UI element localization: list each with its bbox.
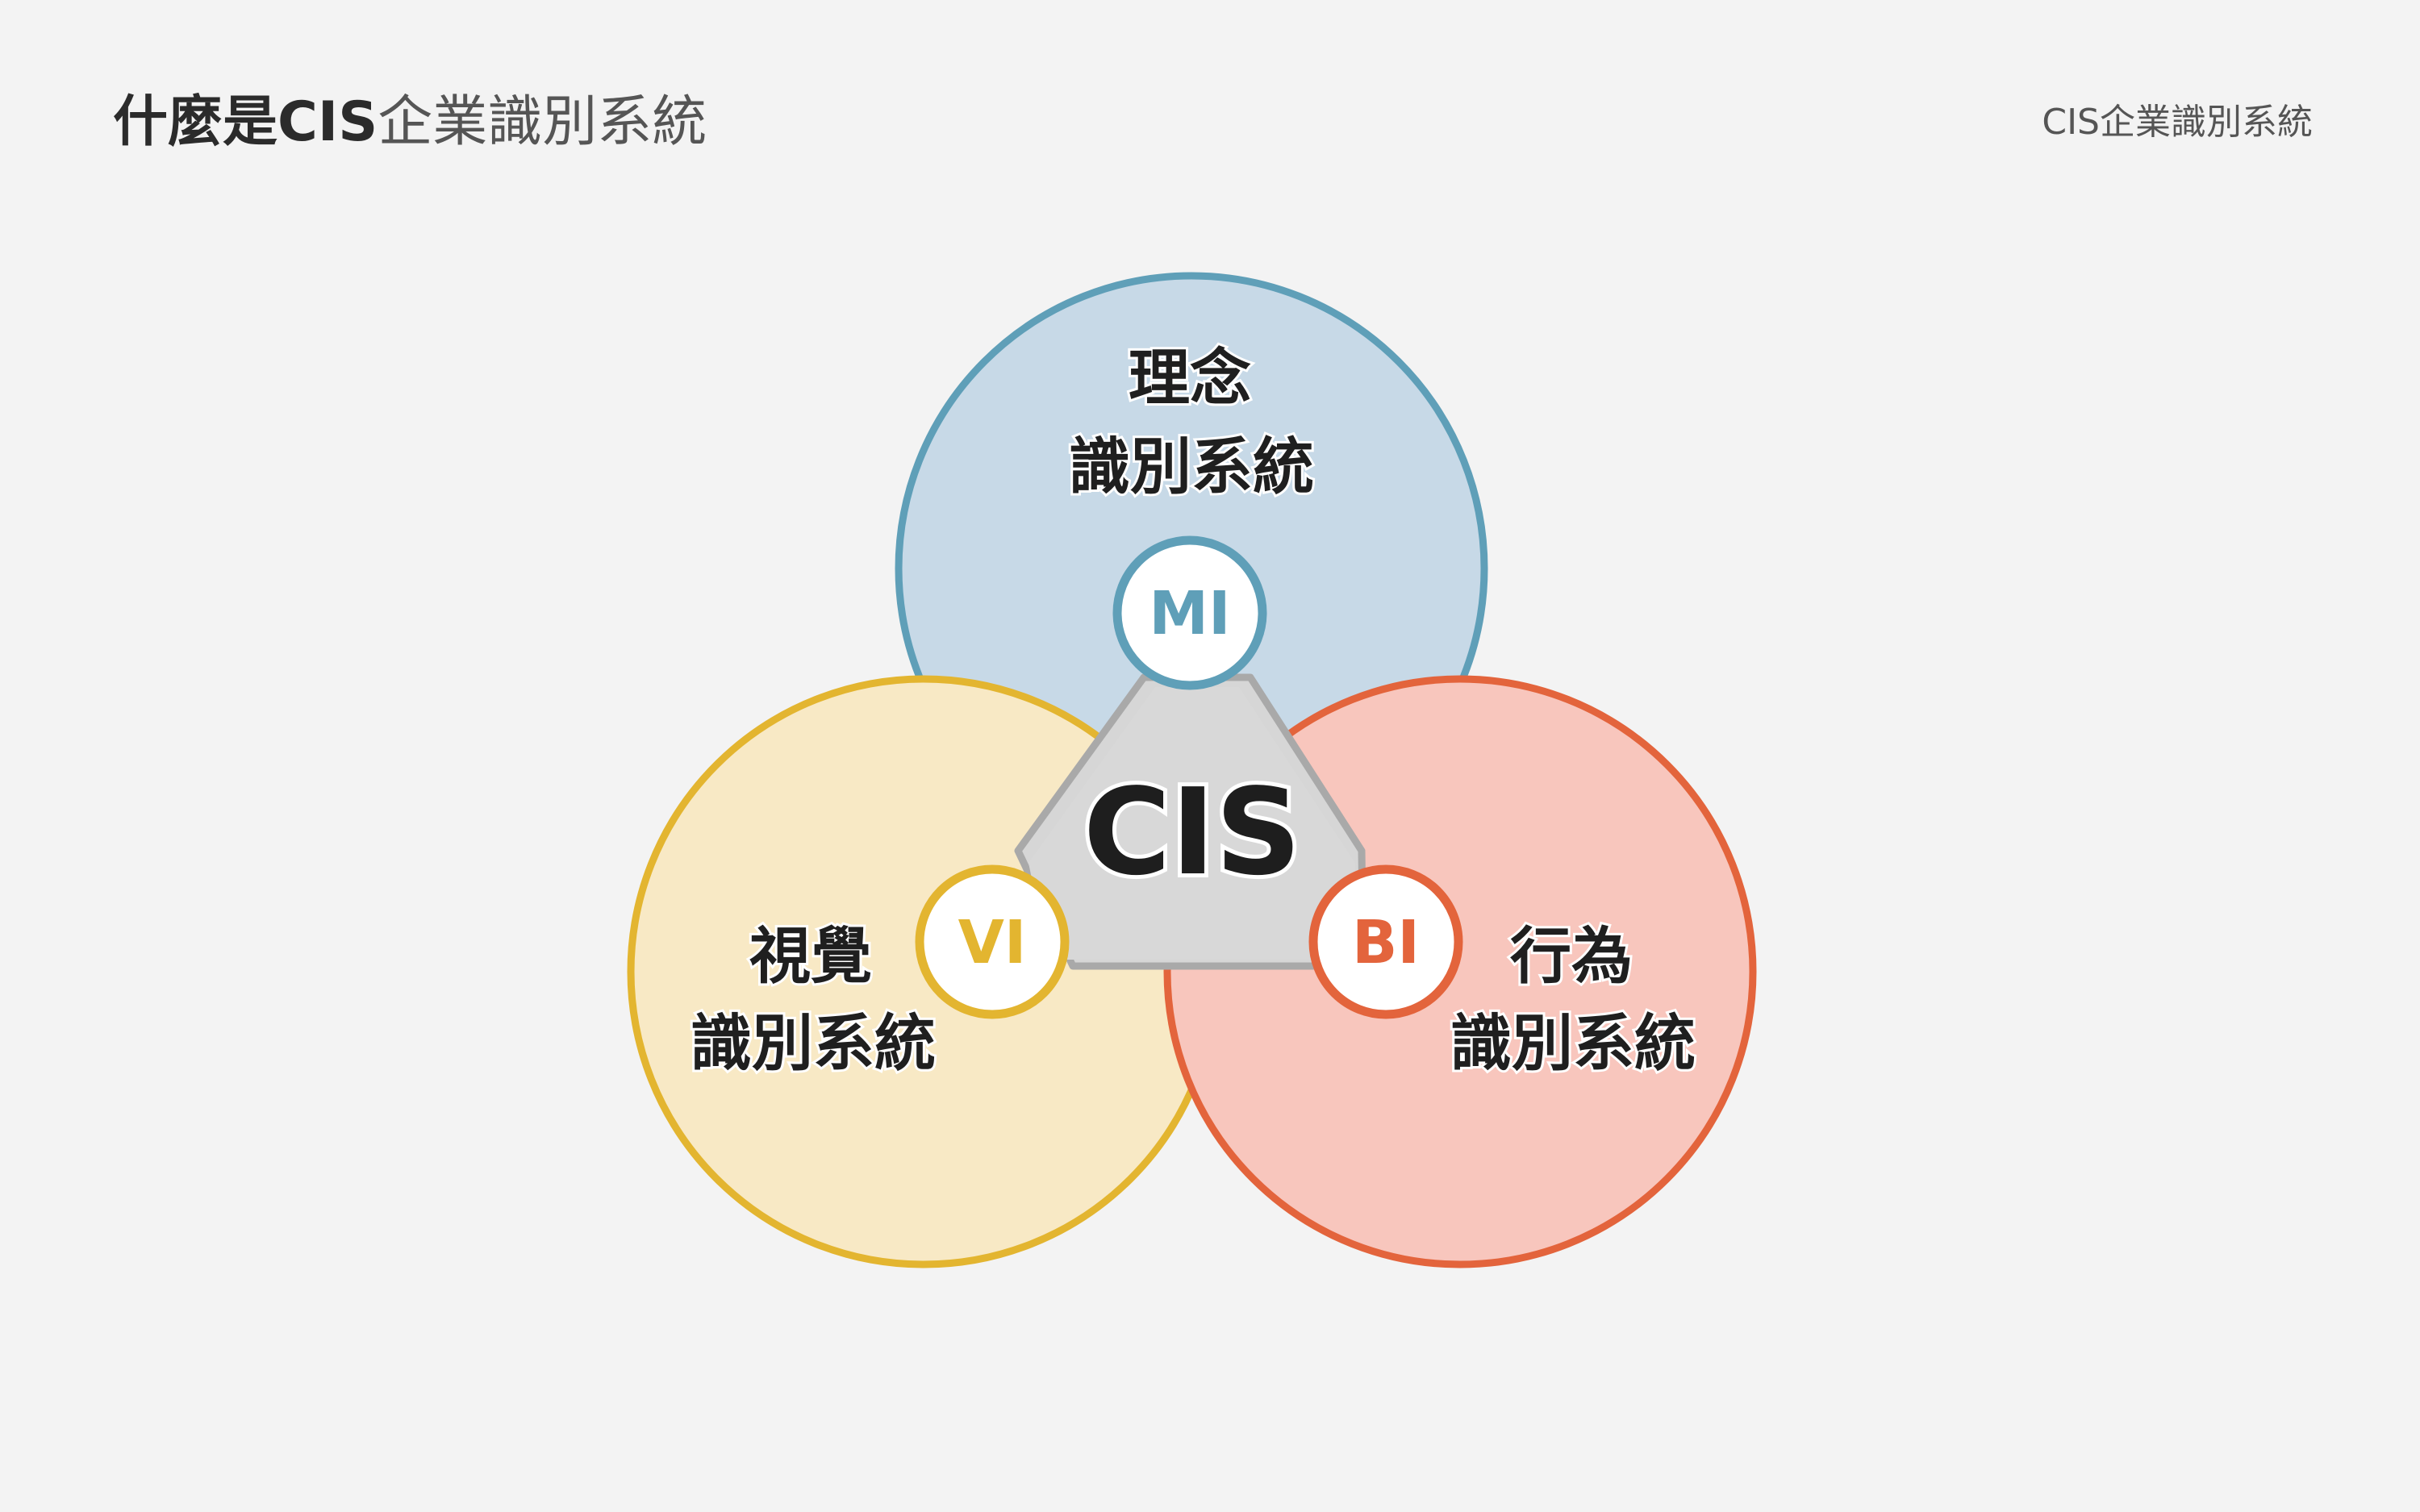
cis-center-label: CIS xyxy=(1083,763,1301,902)
mi-badge xyxy=(1112,535,1267,690)
bi-badge-label: BI xyxy=(1352,908,1420,977)
page-title: 什麼是CIS企業識別系統 xyxy=(113,95,707,150)
page-title-light: 企業識別系統 xyxy=(378,90,707,154)
mi-badge-label: MI xyxy=(1149,579,1230,648)
bi-label-line2: 識別系統 xyxy=(1450,1007,1696,1079)
vi-label-line1: 視覺 xyxy=(749,920,872,992)
vi-label-line2: 識別系統 xyxy=(691,1007,936,1079)
bi-badge xyxy=(1308,864,1463,1019)
header-section-label: CIS企業識別系統 xyxy=(2042,102,2313,143)
mi-label-line1: 理念 xyxy=(1129,342,1251,414)
vi-badge xyxy=(915,864,1070,1019)
mi-label-line2: 識別系統 xyxy=(1069,431,1314,502)
page-title-bold: 什麼是CIS xyxy=(113,90,378,154)
vi-badge-label: VI xyxy=(958,908,1027,977)
bi-label-line1: 行為 xyxy=(1510,920,1633,992)
cis-center-triangle-inner xyxy=(1028,687,1355,960)
